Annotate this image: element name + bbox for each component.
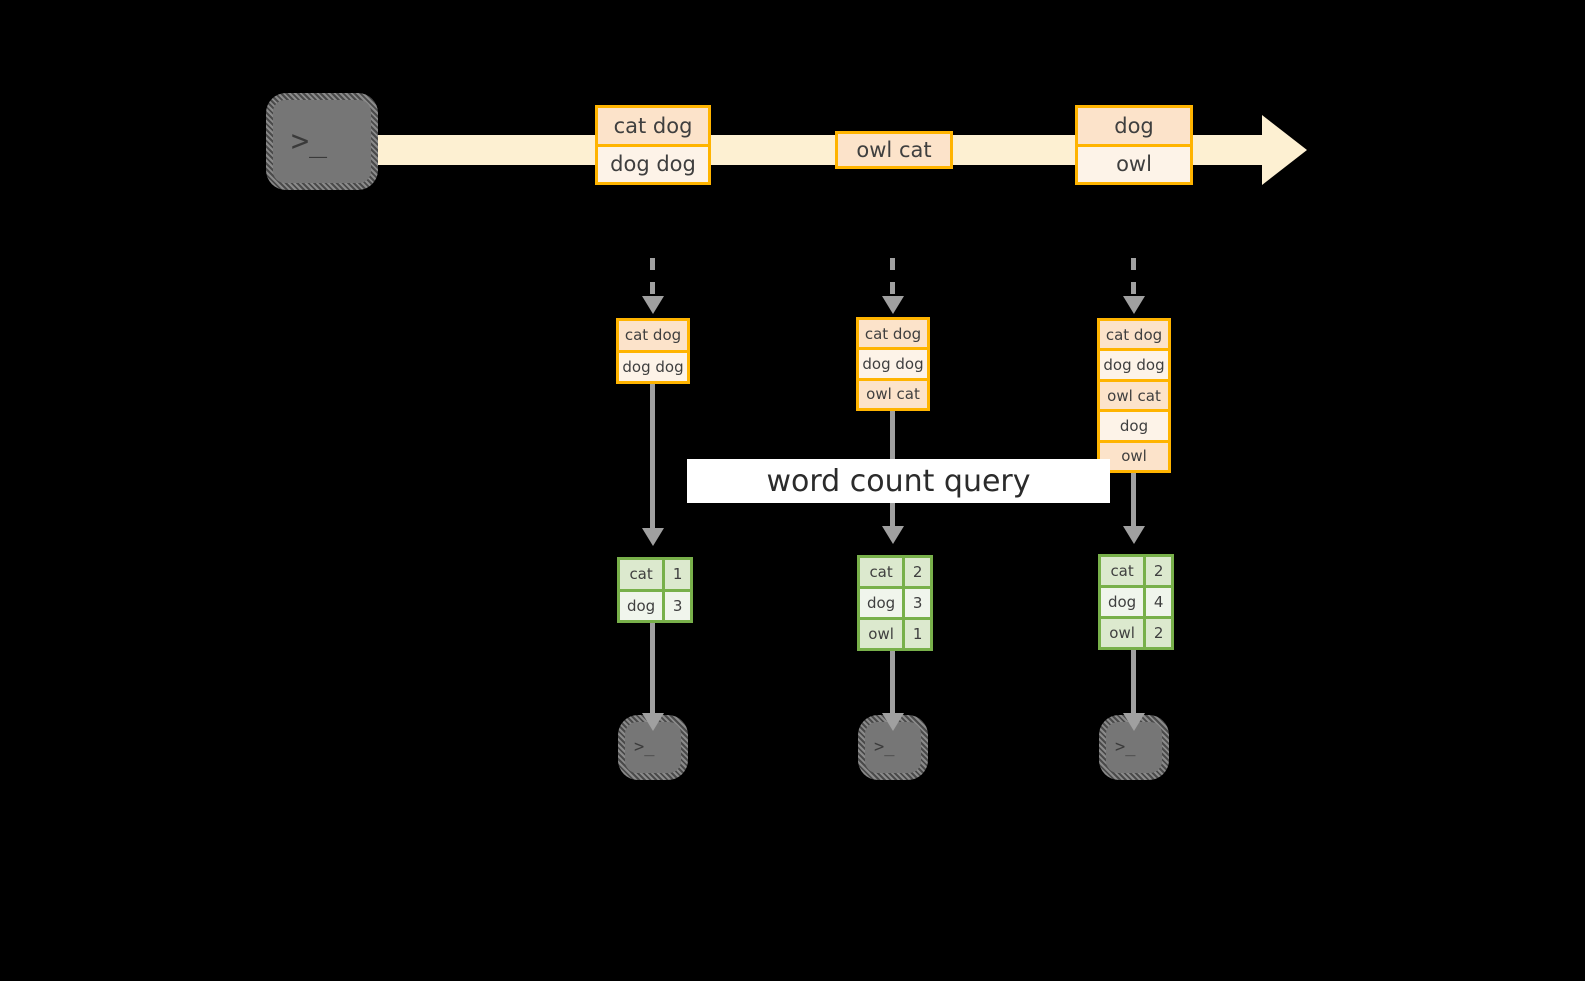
- event-line: dog: [1078, 108, 1190, 144]
- terminal-prompt-glyph: >_: [291, 123, 328, 159]
- terminal-prompt-glyph: >_: [634, 737, 655, 757]
- result-row: dog 3: [620, 588, 690, 620]
- sink-line-1: [650, 623, 655, 719]
- result-key: cat: [860, 558, 903, 586]
- snapshot-line: cat dog: [1100, 321, 1168, 349]
- result-key: dog: [620, 591, 663, 620]
- snapshot-line: cat dog: [859, 320, 927, 348]
- result-key: cat: [620, 560, 663, 589]
- result-3[interactable]: cat 2 dog 4 owl 2: [1098, 554, 1174, 650]
- snapshot-line: dog: [1100, 409, 1168, 440]
- stream-event-group-1[interactable]: cat dog dog dog: [595, 105, 711, 185]
- result-value: 2: [1143, 619, 1171, 647]
- query-arrowhead-2: [882, 526, 904, 544]
- sink-arrowhead-1: [642, 713, 664, 731]
- sink-arrowhead-3: [1123, 713, 1145, 731]
- result-row: cat 1: [620, 560, 690, 589]
- sink-line-2: [890, 651, 895, 719]
- result-2[interactable]: cat 2 dog 3 owl 1: [857, 555, 933, 651]
- query-label-banner: word count query: [687, 459, 1110, 503]
- snapshot-trigger-line-1: [650, 258, 655, 302]
- result-1[interactable]: cat 1 dog 3: [617, 557, 693, 623]
- snapshot-line: owl cat: [859, 377, 927, 408]
- terminal-prompt-glyph: >_: [1115, 737, 1136, 757]
- terminal-screen: >_: [1106, 722, 1162, 773]
- snapshot-1[interactable]: cat dog dog dog: [616, 318, 690, 384]
- event-line: cat dog: [598, 108, 708, 144]
- result-key: owl: [1101, 619, 1144, 647]
- stream-event-group-3[interactable]: dog owl: [1075, 105, 1193, 185]
- terminal-screen: >_: [273, 100, 371, 183]
- query-arrowhead-3: [1123, 526, 1145, 544]
- stream-event-group-2[interactable]: owl cat: [835, 131, 953, 169]
- snapshot-trigger-arrowhead-2: [882, 296, 904, 314]
- snapshot-line: owl: [1100, 439, 1168, 471]
- snapshot-2[interactable]: cat dog dog dog owl cat: [856, 317, 930, 411]
- snapshot-line: dog dog: [619, 349, 687, 381]
- snapshot-3[interactable]: cat dog dog dog owl cat dog owl: [1097, 318, 1171, 473]
- snapshot-trigger-line-2: [890, 258, 895, 302]
- event-line: owl: [1078, 143, 1190, 182]
- snapshot-trigger-arrowhead-1: [642, 296, 664, 314]
- result-key: owl: [860, 620, 903, 648]
- terminal-prompt-glyph: >_: [874, 737, 895, 757]
- result-row: owl 2: [1101, 616, 1171, 647]
- query-arrowhead-1: [642, 528, 664, 546]
- result-key: dog: [860, 589, 903, 617]
- snapshot-line: dog dog: [1100, 348, 1168, 379]
- result-key: dog: [1101, 588, 1144, 616]
- event-line: owl cat: [838, 134, 950, 166]
- query-line-1: [650, 384, 655, 534]
- result-row: dog 4: [1101, 585, 1171, 616]
- snapshot-trigger-line-3: [1131, 258, 1136, 302]
- snapshot-trigger-arrowhead-3: [1123, 296, 1145, 314]
- result-value: 1: [902, 620, 930, 648]
- result-value: 3: [662, 591, 690, 620]
- snapshot-line: owl cat: [1100, 378, 1168, 410]
- result-row: dog 3: [860, 586, 930, 617]
- query-label-text: word count query: [766, 463, 1031, 499]
- query-line-3: [1131, 473, 1136, 532]
- snapshot-line: cat dog: [619, 321, 687, 350]
- result-key: cat: [1101, 557, 1144, 585]
- result-value: 2: [902, 558, 930, 586]
- sink-line-3: [1131, 650, 1136, 719]
- result-row: cat 2: [860, 558, 930, 586]
- result-row: owl 1: [860, 617, 930, 648]
- result-value: 2: [1143, 557, 1171, 585]
- sink-terminal-3[interactable]: >_: [1099, 715, 1169, 780]
- sink-arrowhead-2: [882, 713, 904, 731]
- result-row: cat 2: [1101, 557, 1171, 585]
- event-line: dog dog: [598, 143, 708, 182]
- result-value: 4: [1143, 588, 1171, 616]
- snapshot-line: dog dog: [859, 347, 927, 378]
- source-terminal-icon[interactable]: >_: [266, 93, 378, 190]
- result-value: 1: [662, 560, 690, 589]
- result-value: 3: [902, 589, 930, 617]
- stream-arrowhead: [1262, 115, 1307, 185]
